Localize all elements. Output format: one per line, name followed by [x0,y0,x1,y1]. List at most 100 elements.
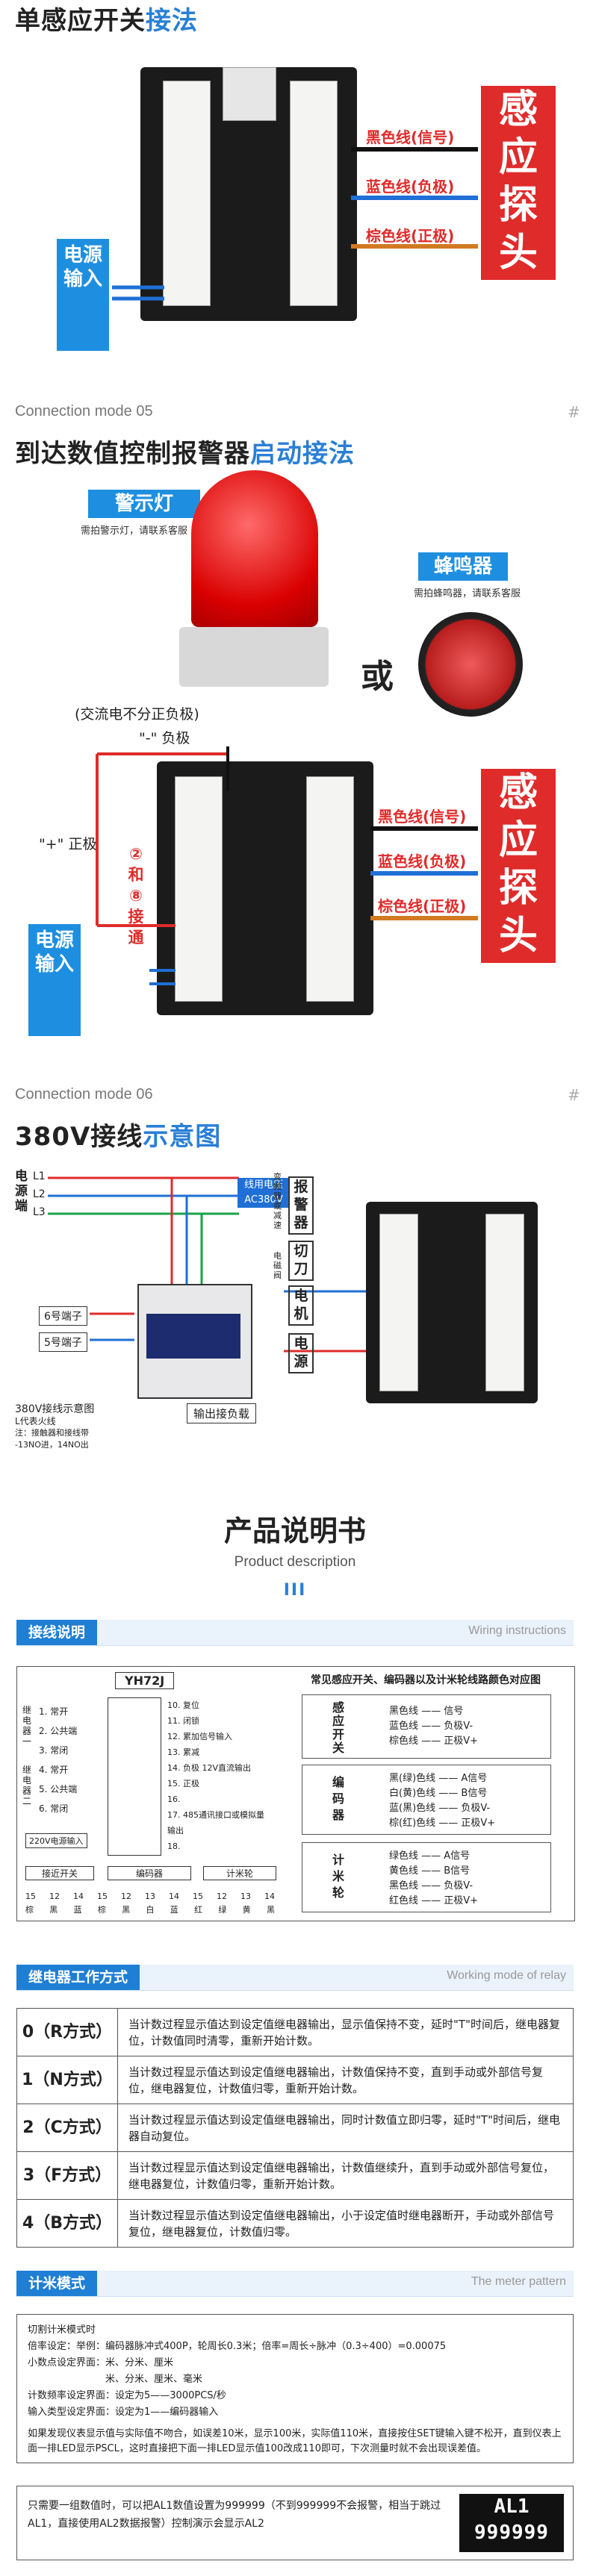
color-map-title: 常见感应开关、编码器以及计米轮线路颜色对应图 [311,1674,541,1686]
bottom-pin: 15 [25,1892,36,1901]
controller-1 [140,67,357,321]
diagram-note-title: 380V接线示意图 [15,1403,95,1415]
diagram-note-line2: 注：接触器和接线带 [15,1428,89,1438]
cutter-label: 切刀 [288,1241,314,1281]
meter-line: 切割计米模式时 [28,2324,96,2336]
bottom-group-meter-wheel: 计米轮 [203,1866,276,1880]
ac-note: (交流电不分正负极) [75,706,199,723]
output-load-label: 输出接负载 [187,1403,257,1423]
bottom-color: 棕 [25,1905,34,1915]
diagram-note-line3: -13NO进，14NO出 [15,1440,89,1450]
al1-display-top: AL1 [494,2495,530,2518]
relay-label-1: 继电器一 [22,1705,32,1747]
color-row: 黑色线 —— 负极V- [389,1880,473,1892]
terminal-5-label: 5号端子 [39,1332,87,1352]
bottom-color: 黑 [266,1905,275,1915]
relay-row: 1（N方式）当计数过程显示值达到设定值继电器输出，计数值保持不变，直到手动或外部… [16,2056,574,2104]
relay-tag: 继电器工作方式 [16,1965,140,1990]
relay-mode: 4（B方式） [16,2199,118,2248]
color-group-meter-name: 计米轮 [332,1853,345,1900]
meter-tag: 计米模式 [16,2271,98,2296]
wire-label-black-2: 黑色线(信号) [378,808,467,826]
warning-lamp-note: 需拍警示灯，请联系客服 [81,526,188,537]
controller-3 [366,1202,538,1403]
left-term-4: 4. 常开 [39,1765,69,1775]
relay-desc: 当计数过程显示值达到设定值继电器输出，计数值继续升，直到手动或外部信号复位，继电… [117,2151,574,2200]
color-row: 白(黄)色线 —— B信号 [389,1788,488,1799]
relay-section-bar: 继电器工作方式 Working mode of relay [16,1965,574,1991]
bottom-pin: 14 [264,1892,275,1901]
relay-desc: 当计数过程显示值达到设定值继电器输出，显示值保持不变，延时"T"时间后，继电器复… [117,2008,574,2056]
or-label: 或 [361,658,394,696]
color-row: 蓝(黑)色线 —— 负极V- [389,1803,491,1814]
connection-mode-06: Connection mode 06 [15,1086,153,1103]
buzzer-icon [418,612,523,717]
color-row: 红色线 —— 正极V+ [389,1895,479,1906]
right-term-16: 16. [167,1794,181,1804]
section3-title: 380V接线示意图 [15,1116,221,1153]
contactor-body [146,1314,240,1359]
terminal-connect-note: ②和⑧接通 [128,845,144,946]
color-group-encoder-name: 编码器 [332,1775,345,1822]
bottom-color: 黑 [122,1905,131,1915]
warning-lamp-label: 警示灯 [88,490,200,518]
line-voltage-label: 线用电压 AC380V [237,1178,290,1208]
wiring-device-outline [108,1697,161,1856]
color-group-sensor: 感应开关 黑色线 —— 信号 蓝色线 —— 负极V- 棕色线 —— 正极V+ [302,1694,551,1759]
buzzer-label: 蜂鸣器 [418,552,508,581]
color-row: 黑色线 —— 信号 [389,1706,464,1717]
wire-label-blue-2: 蓝色线(负极) [378,852,467,870]
relay-row: 2（C方式）当计数过程显示值达到设定值继电器输出，同时计数值立即归零，延时"T"… [16,2103,574,2152]
section3-title-blue: 示意图 [143,1122,222,1152]
color-row: 绿色线 —— A信号 [389,1850,471,1862]
wiring-power-note: 220V电源输入 [25,1833,87,1848]
right-term-17: 17. 485通讯接口或模拟量输出 [167,1810,264,1836]
bottom-color: 白 [146,1905,155,1915]
manual-title: 产品说明书 [223,1515,366,1547]
side-label-valve: 电磁阀 [273,1251,282,1280]
bottom-pin: 12 [49,1892,60,1901]
line-l3: L3 [33,1206,46,1218]
right-term-14: 14. 负极 12V直流输出 [167,1763,252,1773]
left-term-list: 1. 常开 2. 公共端 3. 常闭 4. 常开 5. 公共端 6. 常闭 [39,1702,77,1818]
connection-hash-06: # [568,1086,580,1104]
bottom-pin: 13 [240,1892,251,1901]
color-row: 黄色线 —— B信号 [389,1865,471,1877]
right-term-18: 18. [167,1841,181,1851]
color-group-encoder: 编码器 黑(绿)色线 —— A信号 白(黄)色线 —— B信号 蓝(黑)色线 —… [302,1765,551,1835]
al1-note: 只需要一组数值时，可以把AL1数值设置为999999（不到999999不会报警，… [28,2500,441,2530]
bottom-pin: 14 [73,1892,84,1901]
bottom-pin: 13 [145,1892,155,1901]
meter-note: 如果发现仪表显示值与实际值不吻合，如误差10米，显示100米，实际值110米，直… [28,2428,562,2454]
meter-en: The meter pattern [471,2275,566,2288]
wire-label-brown-2: 棕色线(正极) [378,897,467,915]
connection-hash-05: # [568,403,580,421]
manual-subtitle: Product description [234,1554,356,1570]
relay-mode: 2（C方式） [16,2103,118,2152]
color-group-sensor-name: 感应开关 [332,1700,345,1755]
bottom-color: 红 [194,1905,203,1915]
relay-row: 4（B方式）当计数过程显示值达到设定值继电器输出，小于设定值时继电器断开，手动或… [16,2199,574,2248]
meter-line: 小数点设定界面：米、分米、厘米 [28,2357,174,2368]
wiring-en: Wiring instructions [468,1624,566,1637]
wiring-model: YH72J [115,1672,175,1689]
al1-display: AL1 999999 [459,2494,564,2552]
color-group-meter-rows: 绿色线 —— A信号 黄色线 —— B信号 黑色线 —— 负极V- 红色线 ——… [389,1849,478,1909]
meter-box: 切割计米模式时 倍率设定：举例：编码器脉冲式400P，轮周长0.3米；倍率=周长… [16,2314,574,2463]
bottom-color: 黄 [242,1905,251,1915]
diagram-note-line1: L代表火线 [15,1416,56,1426]
relay-mode: 3（F方式） [16,2151,118,2200]
meter-line: 米、分米、厘米、毫米 [28,2374,203,2385]
positive-label: "+" 正极 [39,836,97,852]
bottom-group-proximity: 接近开关 [25,1866,94,1880]
bottom-pin: 14 [169,1892,179,1901]
meter-line: 倍率设定：举例：编码器脉冲式400P，轮周长0.3米；倍率=周长÷脉冲（0.3÷… [28,2341,447,2352]
relay-desc: 当计数过程显示值达到设定值继电器输出，计数值保持不变，直到手动或外部信号复位，继… [117,2056,574,2104]
section2-title-black: 到达数值控制报警器 [15,439,250,469]
relay-en: Working mode of relay [447,1969,566,1982]
wiring-section-bar: 接线说明 Wiring instructions [16,1620,574,1646]
bottom-color: 蓝 [170,1905,178,1915]
bottom-color: 棕 [97,1905,106,1915]
right-term-11: 11. 闭锁 [167,1716,199,1726]
relay-mode: 0（R方式） [16,2008,118,2056]
